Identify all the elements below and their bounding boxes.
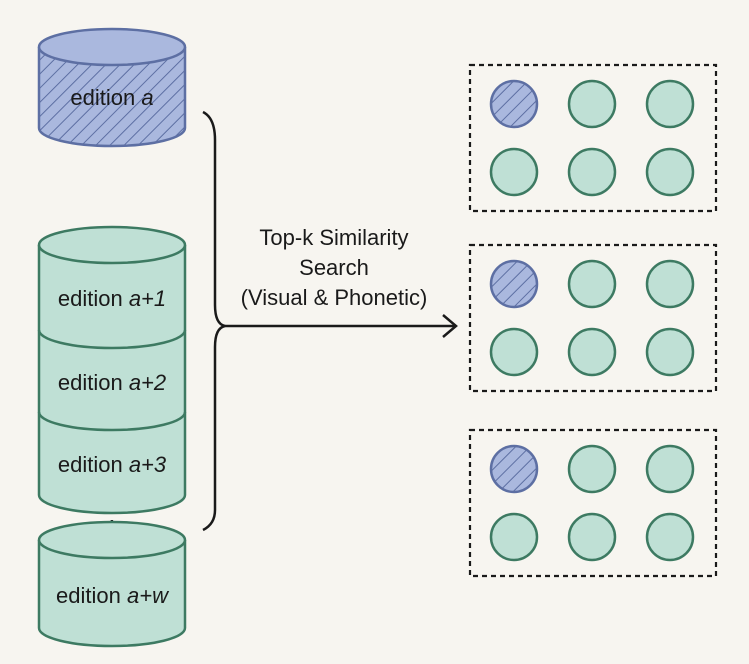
match-item-circle (489, 147, 539, 197)
match-item-circle (567, 327, 617, 377)
match-item-circle (567, 79, 617, 129)
match-item-circle (645, 444, 695, 494)
match-item-circle (645, 512, 695, 562)
search-arrow (225, 314, 458, 338)
result-group-2 (468, 243, 718, 393)
result-group-3 (468, 428, 718, 578)
match-item-circle (645, 147, 695, 197)
stack-db-label-2: edition a+2 (58, 370, 166, 395)
stack-db-label-3: edition a+3 (58, 452, 167, 477)
query-database-label: edition a (70, 85, 153, 110)
result-group-1 (468, 63, 718, 213)
match-item-circle (489, 512, 539, 562)
result-group-box (468, 63, 718, 213)
query-item-circle (489, 259, 539, 309)
match-item-circle (567, 147, 617, 197)
query-item-circle (489, 444, 539, 494)
stack-db-label-1: edition a+1 (58, 286, 166, 311)
result-group-box (468, 428, 718, 578)
match-item-circle (489, 327, 539, 377)
stacked-database-cylinder: edition a+1 edition a+2 edition a+3 (37, 225, 187, 515)
curly-brace (202, 110, 226, 532)
match-item-circle (645, 79, 695, 129)
match-item-circle (645, 259, 695, 309)
last-database-cylinder: edition a+w (37, 520, 187, 648)
search-label-line3: (Visual & Phonetic) (241, 285, 428, 310)
search-label-line2: Search (299, 255, 369, 280)
match-item-circle (645, 327, 695, 377)
match-item-circle (567, 512, 617, 562)
query-database-cylinder: edition a (37, 27, 187, 148)
match-item-circle (567, 444, 617, 494)
query-item-circle (489, 79, 539, 129)
result-group-box (468, 243, 718, 393)
search-label-line1: Top-k Similarity (259, 225, 408, 250)
match-item-circle (567, 259, 617, 309)
last-database-label: edition a+w (56, 583, 170, 608)
